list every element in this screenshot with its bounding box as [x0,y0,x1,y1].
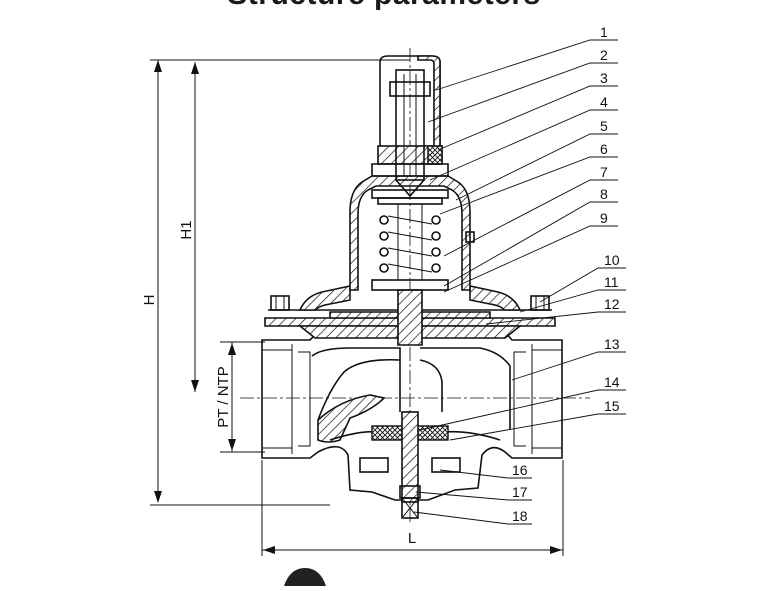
adjusting-screw-cap [371,55,449,198]
valve-body [240,48,590,525]
callout-5: 5 [600,118,608,134]
callout-15: 15 [604,398,620,414]
callout-numbers: 1 2 3 4 5 6 7 8 9 10 11 12 13 14 15 16 1… [512,24,620,524]
dimension-label-l: L [408,530,416,547]
callout-2: 2 [600,47,608,63]
dimension-label-thread: PT / NTP [215,366,232,427]
callout-1: 1 [600,24,608,40]
callout-4: 4 [600,94,608,110]
dimension-lines [150,59,564,556]
bottom-edge-shape [284,568,326,586]
callout-18: 18 [512,508,528,524]
spring-coils [379,215,441,273]
callout-16: 16 [512,462,528,478]
valve-disc-stem [359,411,461,519]
callout-leaders [413,39,626,525]
callout-10: 10 [604,252,620,268]
diaphragm-assembly [264,285,556,346]
callout-6: 6 [600,141,608,157]
callout-12: 12 [604,296,620,312]
dimension-label-h: H [141,295,158,306]
bonnet-spring-housing [349,175,475,291]
callout-11: 11 [604,274,619,290]
callout-8: 8 [600,186,608,202]
callout-14: 14 [604,374,620,390]
callout-9: 9 [600,210,608,226]
callout-7: 7 [600,164,608,180]
callout-13: 13 [604,336,620,352]
callout-17: 17 [512,484,528,500]
callout-3: 3 [600,70,608,86]
diagram-title: Structure parameters [0,0,768,12]
dimension-label-h1: H1 [178,220,195,239]
